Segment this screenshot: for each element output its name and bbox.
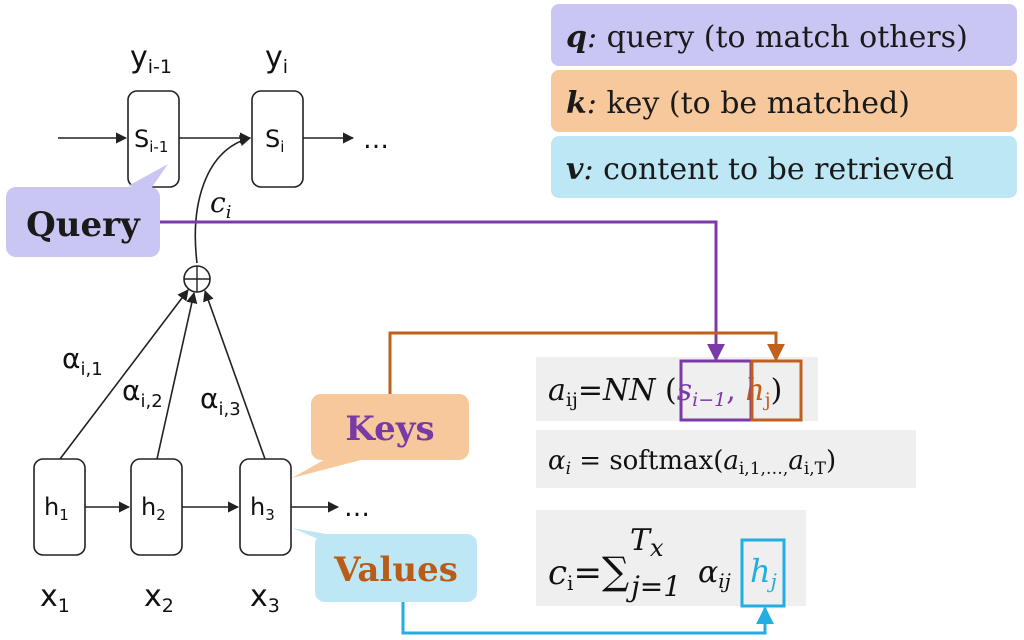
value-highlight-box [740, 538, 786, 608]
legend-key-text: k: key (to be matched) [566, 86, 910, 121]
keys-connector [388, 331, 785, 394]
input-x1: x1 [40, 579, 70, 617]
formula-score-text: aij=NN (si−1, hj) [548, 373, 782, 411]
attention-sum: αi,1 αi,2 αi,3 [59, 265, 266, 460]
weight-label-1: αi,1 [62, 342, 103, 380]
formula-context-h: hj [750, 552, 777, 593]
formula-context-text: ci=∑j=1 [548, 549, 681, 603]
state-h1-label: h1 [44, 493, 69, 524]
query-callout: Query [6, 164, 168, 257]
input-x3: x3 [250, 579, 280, 617]
legend-query-box [551, 4, 1017, 66]
weight-arrow-3 [203, 289, 266, 460]
formula-score: aij=NN (si−1, hj) [536, 357, 818, 422]
state-s-cur [251, 90, 304, 188]
encoder: h1 h2 h3 … x1 x2 x3 [33, 458, 370, 617]
state-s-prev [127, 90, 180, 188]
input-x2: x2 [144, 579, 174, 617]
formula-context-weight: αij [698, 555, 731, 593]
legend-value-text: v: content to be retrieved [566, 152, 954, 187]
keys-callout-label: Keys [345, 409, 434, 449]
weight-label-3: αi,3 [200, 382, 241, 420]
legend-key-box [551, 70, 1017, 132]
formula-softmax-text: αi = softmax(ai,1,…,ai,T) [548, 446, 836, 479]
values-connector [401, 602, 774, 635]
output-y-cur: yi [265, 40, 288, 78]
query-connector [160, 220, 725, 362]
values-callout-box [315, 534, 477, 602]
legend-value-box [551, 136, 1017, 198]
formula-context-sup: Tx [630, 523, 664, 562]
state-s-prev-label: Si-1 [134, 125, 168, 156]
formula-softmax: αi = softmax(ai,1,…,ai,T) [536, 430, 916, 488]
state-h3-label: h3 [250, 493, 275, 524]
weight-arrow-1 [59, 289, 189, 460]
values-callout-label: Values [333, 550, 458, 590]
query-callout-box [6, 187, 160, 257]
encoder-ellipsis: … [344, 493, 370, 523]
weight-label-2: αi,2 [122, 374, 163, 412]
context-label: ci [210, 186, 231, 223]
decoder: yi-1 yi Si-1 Si … ci [58, 40, 389, 264]
legend-query-text: q: query (to match others) [566, 20, 968, 55]
formula-softmax-bg [536, 430, 916, 488]
formula-score-bg [536, 357, 818, 421]
keys-callout-box [311, 394, 469, 460]
decoder-ellipsis: … [363, 125, 389, 155]
formula-context-bg [536, 510, 806, 606]
state-s-cur-label: Si [265, 125, 284, 156]
output-y-prev: yi-1 [130, 40, 172, 78]
formula-context: ci=∑j=1 Tx αij hj [536, 510, 806, 608]
query-callout-label: Query [26, 205, 141, 245]
legend: q: query (to match others) k: key (to be… [551, 4, 1017, 198]
state-h2-label: h2 [141, 493, 166, 524]
values-callout: Values [292, 528, 477, 602]
keys-callout: Keys [292, 394, 469, 478]
weight-arrow-2 [156, 291, 198, 460]
context-arrow [194, 135, 252, 264]
